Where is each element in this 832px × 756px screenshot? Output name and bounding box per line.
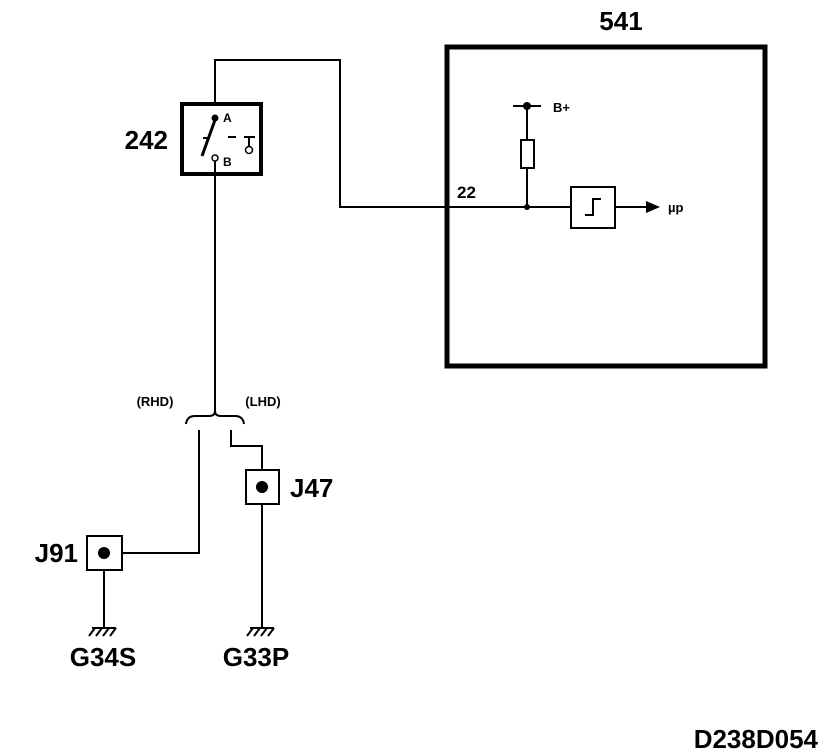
terminal-b-dot — [211, 154, 219, 162]
connector-j47-pin-dot — [256, 481, 268, 493]
input-junction-dot — [524, 204, 530, 210]
terminal-a-dot — [211, 114, 219, 122]
ground-g34s-hatch-4 — [109, 627, 117, 637]
ground-g34s-hatch-2 — [95, 627, 103, 637]
output-label: µp — [668, 200, 683, 215]
ground-g33p: G33P — [223, 627, 290, 672]
connector-j47-label: J47 — [290, 473, 333, 503]
rhd-branch-wire — [110, 430, 200, 554]
signal-wire-a — [214, 59, 447, 208]
ground-g33p-hatch-1 — [246, 627, 254, 637]
schmitt-trigger-symbol — [585, 198, 601, 216]
terminal-a-label: A — [223, 111, 232, 125]
switch-242: 242 A B — [125, 102, 263, 176]
pullup-resistor — [520, 139, 535, 169]
lhd-branch-wire — [230, 430, 263, 470]
terminal-b-label: B — [223, 155, 232, 169]
variant-split: (RHD) (LHD) — [137, 394, 281, 425]
connector-j91-label: J91 — [35, 538, 78, 568]
switch-operator-icon — [244, 145, 254, 155]
connector-j91: J91 — [35, 535, 123, 628]
switch-label: 242 — [125, 125, 168, 155]
ground-g33p-label: G33P — [223, 642, 290, 672]
lhd-label: (LHD) — [245, 394, 280, 409]
supply-label: B+ — [553, 100, 570, 115]
switch-frame — [180, 102, 263, 176]
ground-g33p-hatch-2 — [253, 627, 261, 637]
ground-g34s: G34S — [70, 627, 137, 672]
rhd-label: (RHD) — [137, 394, 174, 409]
variant-brace — [185, 410, 245, 425]
ground-g33p-hatch-4 — [267, 627, 275, 637]
ground-g34s-label: G34S — [70, 642, 137, 672]
ecu-module-541: 541 22 B+ µp — [444, 6, 768, 369]
connector-j91-pin-dot — [98, 547, 110, 559]
ecu-module-label: 541 — [599, 6, 642, 36]
ground-g34s-hatch-3 — [102, 627, 110, 637]
output-arrow-icon — [646, 201, 660, 213]
diagram-code: D238D054 — [694, 724, 819, 754]
ecu-pin-label: 22 — [457, 183, 476, 202]
ground-g33p-hatch-3 — [260, 627, 268, 637]
connector-j47: J47 — [245, 469, 333, 628]
ground-g34s-hatch-1 — [88, 627, 96, 637]
